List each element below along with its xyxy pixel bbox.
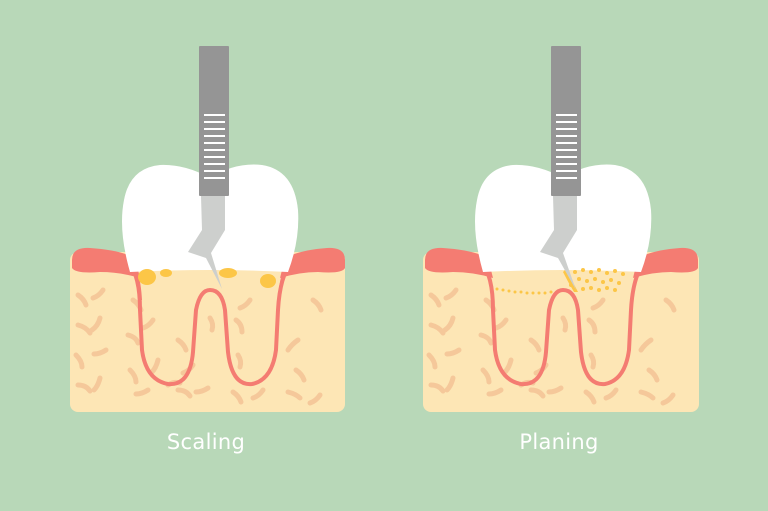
- instrument-tip: [540, 196, 577, 290]
- calculus-deposits: [138, 268, 276, 288]
- planing-panel: [423, 46, 699, 412]
- instrument-tip: [188, 196, 225, 289]
- curette-instrument: [540, 46, 581, 290]
- root-socket-outline: [126, 260, 294, 387]
- grip-lines-icon: [204, 114, 225, 179]
- gum-right: [633, 247, 698, 278]
- gum-left: [72, 247, 140, 278]
- gum-right: [280, 247, 345, 278]
- scaling-label: Scaling: [166, 430, 246, 454]
- root-socket-outline: [479, 260, 647, 387]
- grip-lines-icon: [556, 114, 577, 179]
- scaler-instrument: [188, 46, 229, 289]
- gum-left: [425, 247, 493, 278]
- planing-label: Planing: [519, 430, 599, 454]
- scaling-panel: [70, 46, 345, 412]
